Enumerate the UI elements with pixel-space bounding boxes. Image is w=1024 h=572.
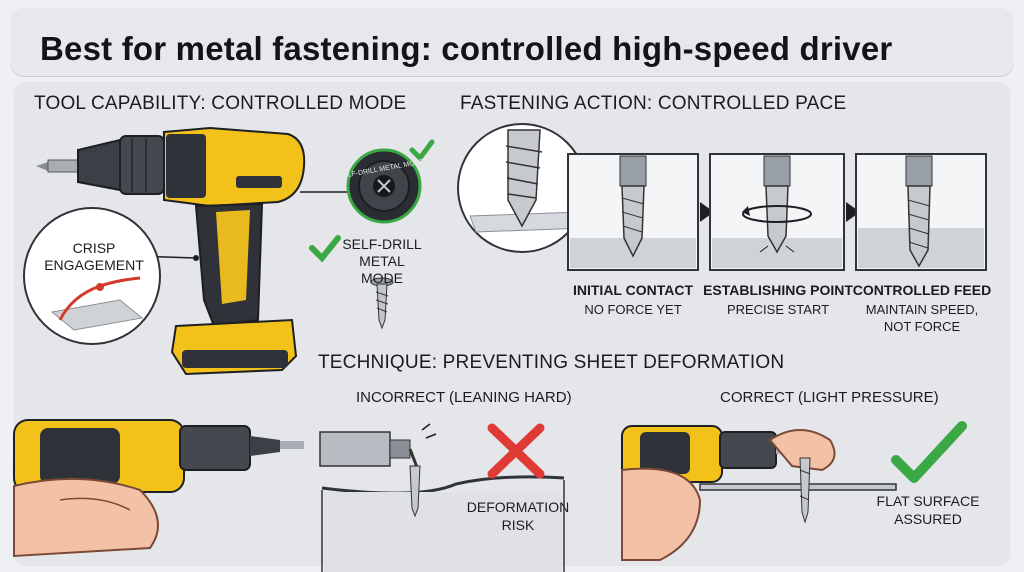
technique-section-heading: TECHNIQUE: PREVENTING SHEET DEFORMATION [318, 352, 785, 373]
page-title: Best for metal fastening: controlled hig… [40, 30, 893, 67]
check-icon [409, 139, 435, 162]
step-1-note: NO FORCE YET [584, 302, 682, 317]
hand-held-drill-illustration [13, 419, 304, 558]
crisp-engagement-label: CRISP ENGAGEMENT [44, 240, 144, 273]
arrow-right-icon [846, 202, 860, 222]
crisp-engagement-callout [23, 207, 199, 345]
step-2-title: ESTABLISHING POINT [703, 282, 853, 298]
check-icon [309, 235, 341, 263]
step-panel-establishing-point [709, 153, 845, 271]
arrow-right-icon [700, 202, 714, 222]
action-section-heading: FASTENING ACTION: CONTROLLED PACE [460, 93, 847, 114]
self-drill-screw-icon [370, 277, 394, 330]
incorrect-heading: INCORRECT (LEANING HARD) [356, 389, 572, 406]
cordless-drill-illustration [36, 126, 306, 376]
incorrect-technique-illustration [319, 423, 565, 572]
correct-note: FLAT SURFACE ASSURED [876, 493, 980, 527]
step-panel-controlled-feed [855, 153, 987, 271]
magnified-screw-tip [457, 123, 621, 253]
self-drill-mode-label: SELF-DRILL METAL MODE [342, 236, 422, 286]
cross-icon [487, 423, 545, 479]
step-panel-initial-contact [567, 153, 699, 271]
step-3-title: CONTROLLED FEED [852, 282, 992, 298]
self-drill-mode-dial [300, 148, 422, 224]
step-3-note: MAINTAIN SPEED, NOT FORCE [865, 302, 979, 334]
title-bar: Best for metal fastening: controlled hig… [10, 8, 1014, 76]
step-1-title: INITIAL CONTACT [572, 282, 694, 298]
incorrect-note: DEFORMATION RISK [466, 499, 570, 533]
correct-technique-illustration [621, 425, 897, 561]
check-icon [891, 421, 967, 483]
step-2-note: PRECISE START [726, 302, 830, 317]
correct-heading: CORRECT (LIGHT PRESSURE) [720, 389, 939, 406]
tool-section-heading: TOOL CAPABILITY: CONTROLLED MODE [34, 93, 407, 114]
